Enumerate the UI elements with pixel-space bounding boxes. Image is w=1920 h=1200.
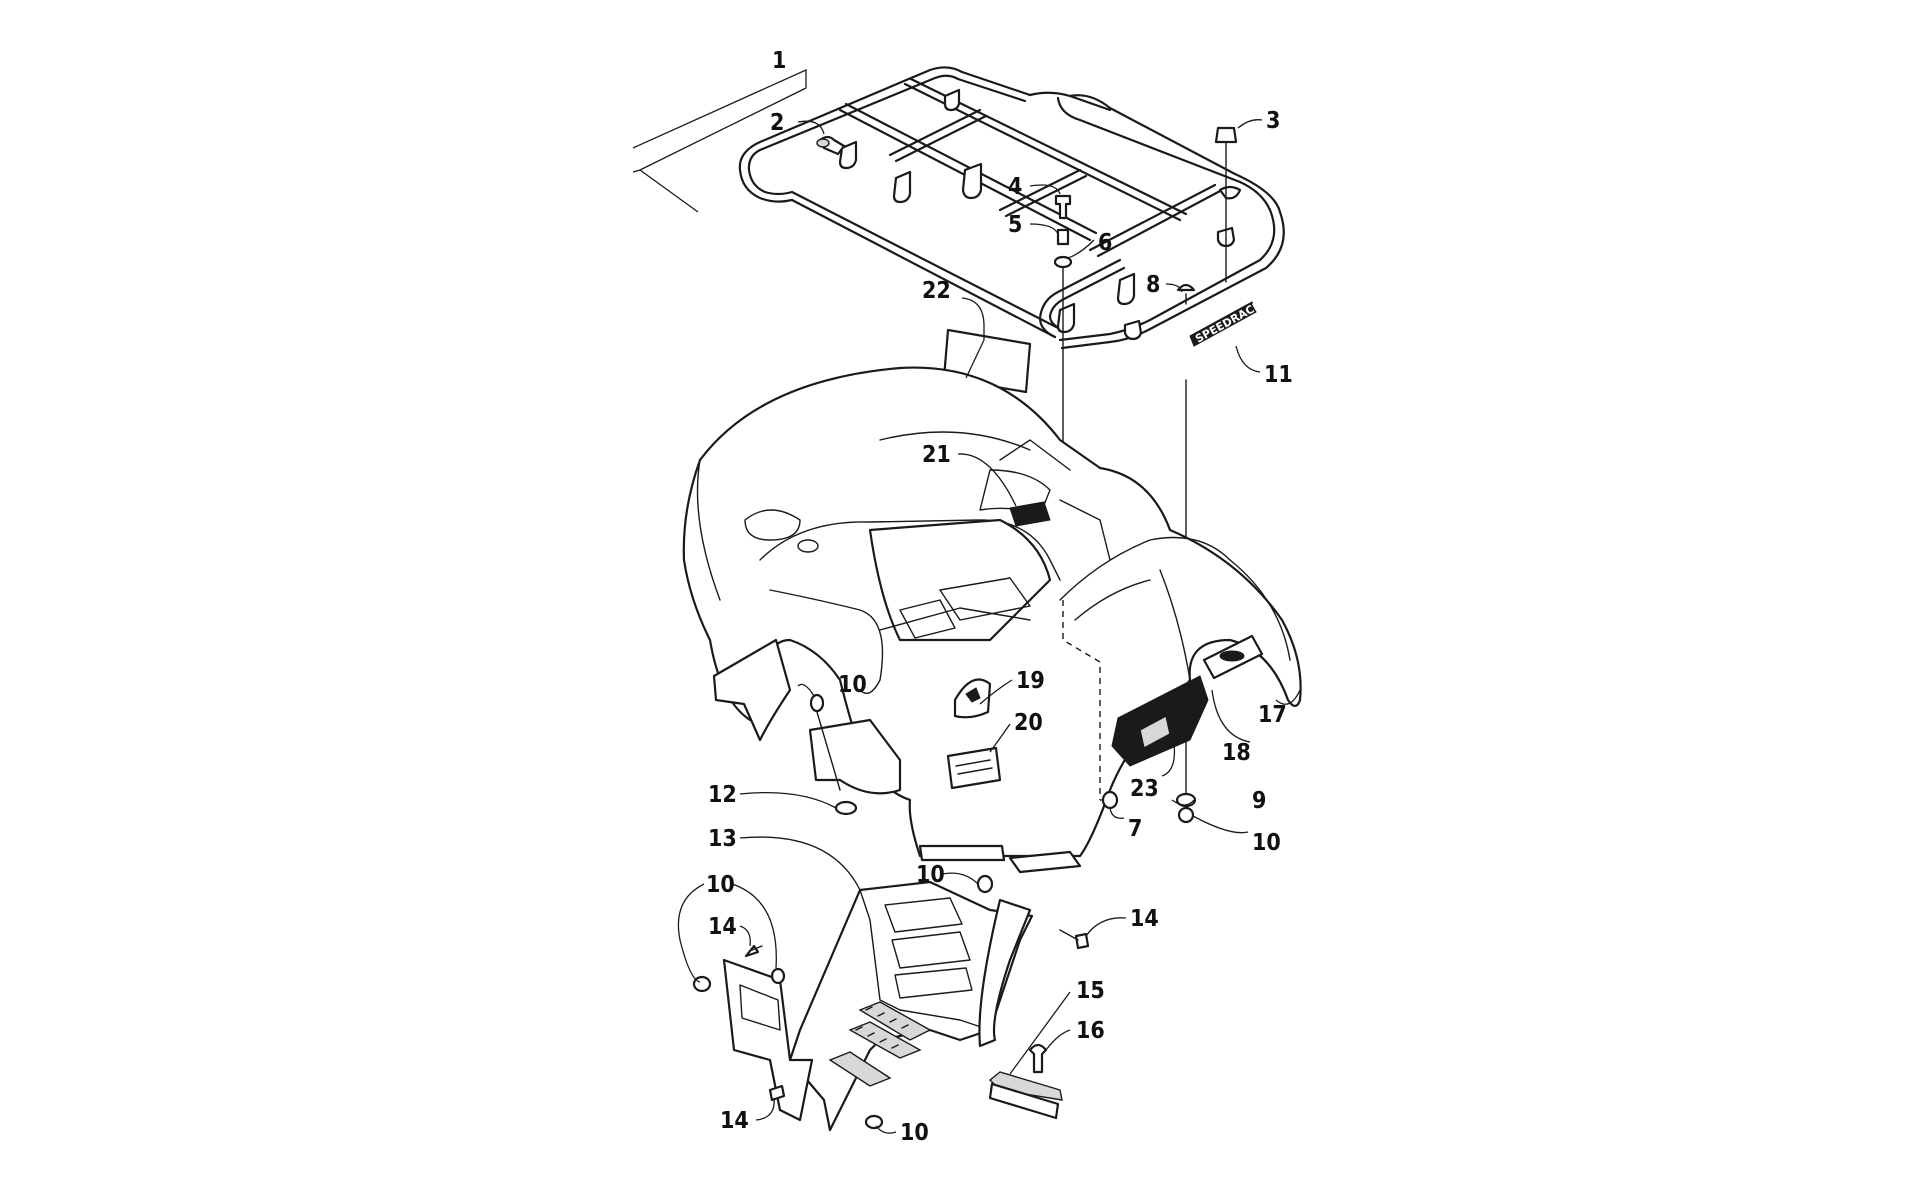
callout-19: 19 xyxy=(1016,668,1045,694)
callout-1: 1 xyxy=(772,48,786,74)
callout-6: 6 xyxy=(1098,230,1112,256)
push-nut-10b xyxy=(1177,806,1195,824)
callout-8: 8 xyxy=(1146,272,1160,298)
speedrack-decal: SPEEDRACK xyxy=(1193,298,1264,345)
callout-10-left: 10 xyxy=(706,872,735,898)
callout-10-bottom: 10 xyxy=(900,1120,929,1146)
callout-2: 2 xyxy=(770,110,784,136)
callout-16: 16 xyxy=(1076,1018,1105,1044)
nut-6 xyxy=(1053,255,1073,269)
callout-leaders xyxy=(677,119,1301,1134)
callout-4: 4 xyxy=(1008,174,1022,200)
callout-18: 18 xyxy=(1222,740,1251,766)
nut-7 xyxy=(1101,790,1119,810)
screw-16 xyxy=(1028,1043,1048,1074)
callout-3: 3 xyxy=(1266,108,1280,134)
assembly-bracket xyxy=(632,68,807,213)
spacer-5 xyxy=(1056,228,1070,246)
push-nut-10a xyxy=(809,693,825,713)
callout-12: 12 xyxy=(708,782,737,808)
bolt-4 xyxy=(1054,194,1072,220)
cargo-rack: SPEEDRACK xyxy=(738,66,1285,350)
nut-10c xyxy=(976,874,994,894)
footwell xyxy=(722,880,1063,1132)
callout-10-right: 10 xyxy=(1252,830,1281,856)
callout-14-left: 14 xyxy=(708,914,737,940)
washer-12 xyxy=(834,800,858,816)
callout-14-bottom: 14 xyxy=(720,1108,749,1134)
footwell-fasteners xyxy=(692,874,1090,1130)
callout-7: 7 xyxy=(1128,816,1142,842)
decal-21 xyxy=(1009,501,1051,527)
callout-22: 22 xyxy=(922,278,951,304)
nut-10f xyxy=(864,1114,884,1130)
callout-20: 20 xyxy=(1014,710,1043,736)
nut-10d xyxy=(692,975,712,993)
callout-13: 13 xyxy=(708,826,737,852)
callout-5: 5 xyxy=(1008,212,1022,238)
callout-15: 15 xyxy=(1076,978,1105,1004)
callout-23: 23 xyxy=(1130,776,1159,802)
callout-11: 11 xyxy=(1264,362,1293,388)
cap-plug-3 xyxy=(1214,126,1238,144)
callout-9: 9 xyxy=(1252,788,1266,814)
rear-fender xyxy=(682,366,1302,874)
screw-14a xyxy=(1074,932,1090,950)
decal-20 xyxy=(946,746,1002,790)
callout-21: 21 xyxy=(922,442,951,468)
callout-10-upper: 10 xyxy=(838,672,867,698)
callout-14-right: 14 xyxy=(1130,906,1159,932)
callout-17: 17 xyxy=(1258,702,1287,728)
screw-14c xyxy=(768,1084,786,1102)
washer-10e xyxy=(770,967,786,985)
callout-10-mid: 10 xyxy=(916,862,945,888)
callout-labels: 1 2 3 4 5 6 8 11 22 21 10 19 20 17 18 23… xyxy=(706,48,1293,1146)
screw-14b xyxy=(744,944,760,958)
